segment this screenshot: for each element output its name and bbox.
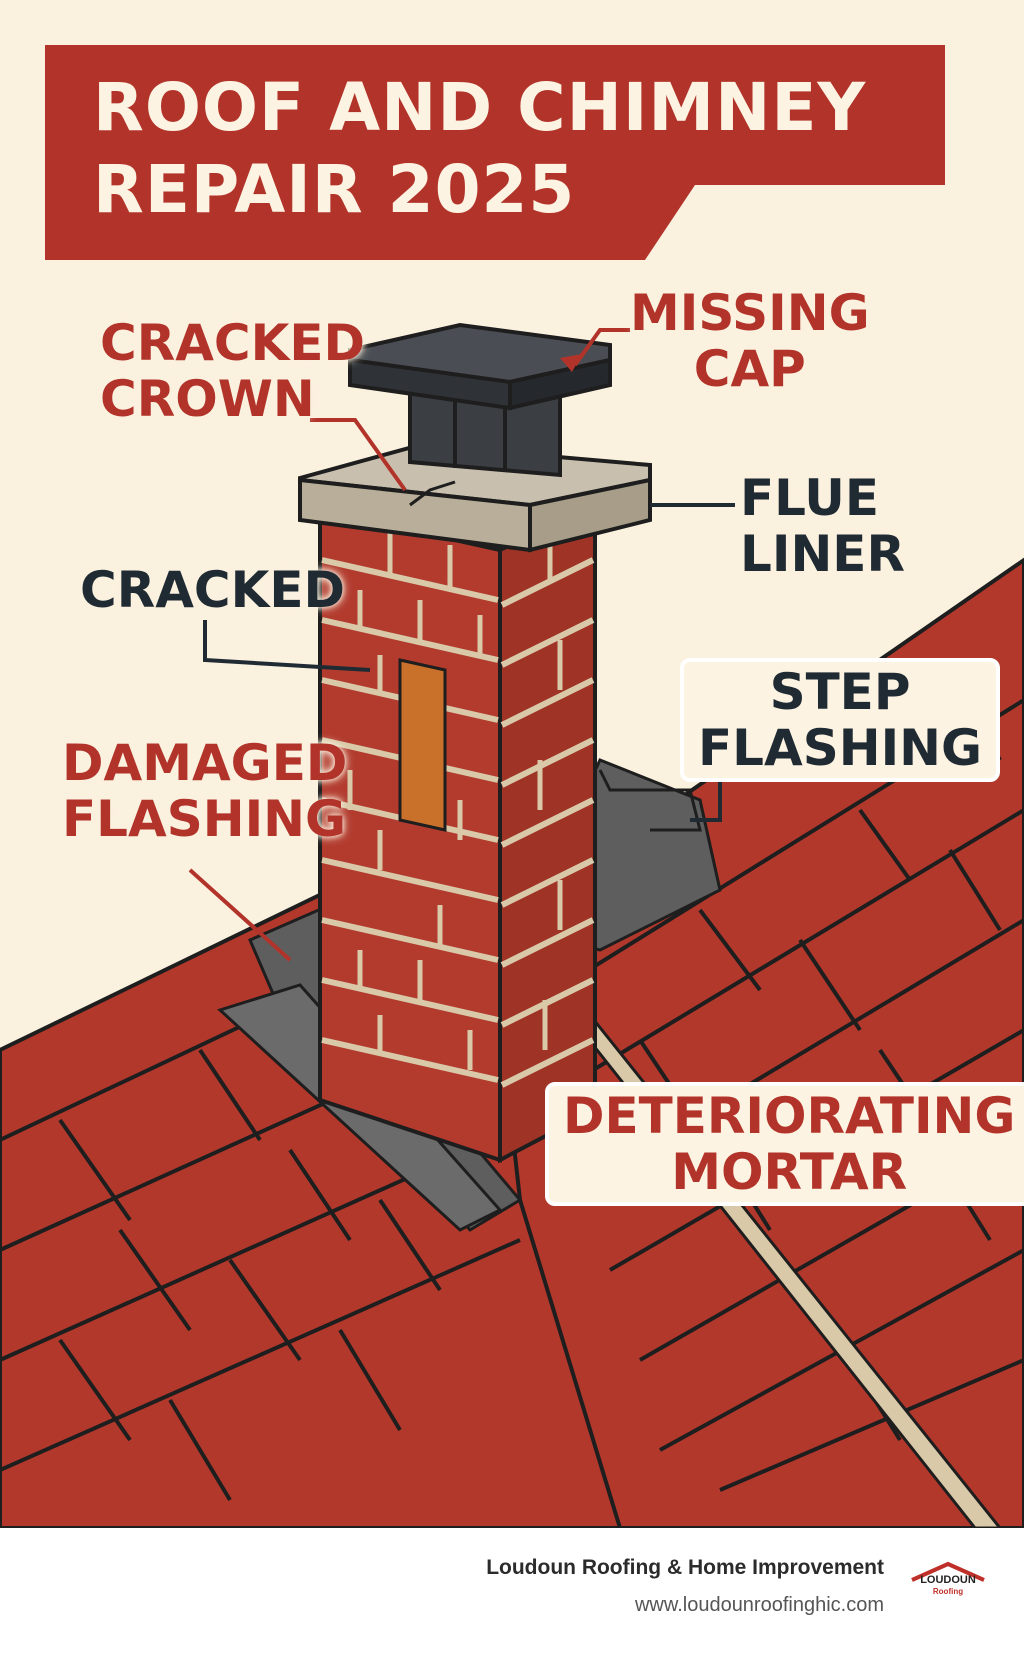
brick-joints-right (537, 530, 563, 1050)
footer-company-name: Loudoun Roofing & Home Improvement (486, 1556, 884, 1579)
leader-cracked (203, 620, 371, 672)
brick-joints-front (347, 530, 483, 1070)
roof-right (487, 557, 1024, 1528)
step-flashing-steps (598, 769, 702, 832)
shingle-lines-left (0, 968, 521, 1502)
brick-crack (398, 658, 447, 832)
title-line-1: ROOF AND CHIMNEY (93, 69, 867, 146)
title-line-2: REPAIR 2025 (93, 151, 576, 228)
leader-damaged-flashing (188, 868, 292, 962)
label-damaged-flashing: DAMAGED FLASHING (62, 734, 348, 848)
leader-cracked-crown (310, 418, 407, 492)
footer-website: www.loudounroofinghic.com (634, 1594, 884, 1616)
label-cracked: CRACKED (80, 561, 345, 619)
footer: Loudoun Roofing & Home Improvement www.l… (0, 1528, 1024, 1666)
arrow-missing-cap (560, 354, 582, 372)
label-deteriorating-mortar: DETERIORATING MORTAR (545, 1082, 1024, 1206)
leader-missing-cap (573, 328, 630, 367)
logo-word: LOUDOUN (920, 1574, 976, 1586)
label-missing-cap: MISSING CAP (630, 284, 870, 398)
label-flue-liner: FLUE LINER (740, 469, 905, 583)
logo-sub: Roofing (932, 1587, 964, 1596)
company-logo: LOUDOUN Roofing (908, 1560, 988, 1620)
illustration: ROOF AND CHIMNEY REPAIR 2025 MISSING CAP… (0, 0, 1024, 1528)
title-banner: ROOF AND CHIMNEY REPAIR 2025 (45, 45, 945, 260)
cap-top-side (508, 357, 612, 411)
label-step-flashing: STEP FLASHING (680, 658, 1001, 782)
chimney-crown-side (528, 477, 652, 553)
title-banner-shape (45, 45, 945, 260)
label-cracked-crown: CRACKED CROWN (100, 314, 365, 428)
crown-crack (409, 480, 456, 507)
brick-mortar-front (321, 557, 499, 1083)
logo-roof-icon (911, 1561, 985, 1582)
